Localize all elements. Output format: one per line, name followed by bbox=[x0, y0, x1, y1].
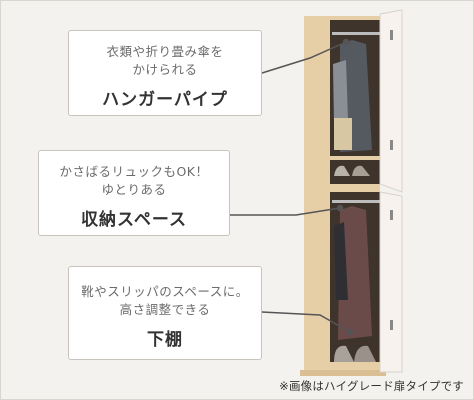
callout-desc-line: ゆとりある bbox=[101, 182, 167, 197]
callout-title: 収納スペース bbox=[81, 210, 187, 230]
lower-door bbox=[379, 191, 403, 373]
footnote: ※画像はハイグレード扉タイプです bbox=[279, 379, 464, 393]
leader-line-shelf bbox=[261, 311, 351, 333]
shoe-upper-1 bbox=[334, 165, 350, 176]
callout-desc-line: かさばるリュックもOK！ bbox=[59, 164, 209, 179]
callout-desc-line: かけられる bbox=[132, 62, 198, 77]
leader-line-hanger bbox=[261, 41, 347, 74]
shoe-lower-1 bbox=[334, 345, 354, 362]
hanger-pipe-upper bbox=[332, 32, 380, 35]
callout-desc-line: 衣類や折り畳み傘を bbox=[106, 44, 224, 59]
hinge-lower-1 bbox=[390, 210, 393, 220]
shoe-lower-2 bbox=[354, 345, 376, 362]
callout-title: 下棚 bbox=[147, 330, 183, 350]
callout-storage-space: かさばるリュックもOK！ ゆとりある 収納スペース bbox=[38, 150, 230, 236]
callout-lower-shelf: 靴やスリッパのスペースに。 高さ調整できる 下棚 bbox=[68, 266, 262, 360]
hinge-upper-1 bbox=[390, 30, 393, 40]
callout-title: ハンガーパイプ bbox=[102, 90, 228, 110]
hinge-upper-2 bbox=[390, 140, 393, 150]
hanging-scarf bbox=[338, 206, 372, 340]
callout-desc-line: 靴やスリッパのスペースに。 bbox=[81, 284, 249, 299]
leader-line-storage bbox=[230, 207, 341, 216]
hinge-lower-2 bbox=[390, 320, 393, 330]
hanger-pipe-lower bbox=[332, 200, 380, 203]
folded-bag bbox=[334, 118, 352, 150]
upper-shoe-shelf bbox=[330, 156, 380, 160]
middle-shelf bbox=[330, 184, 380, 192]
lower-shelf bbox=[330, 362, 380, 372]
cabinet-side-panel bbox=[304, 16, 334, 372]
upper-door bbox=[379, 9, 403, 193]
callout-hanger-pipe: 衣類や折り畳み傘を かけられる ハンガーパイプ bbox=[68, 30, 262, 116]
callout-desc-line: 高さ調整できる bbox=[119, 302, 211, 317]
hanging-bag bbox=[334, 222, 348, 300]
shoe-upper-2 bbox=[352, 165, 370, 176]
